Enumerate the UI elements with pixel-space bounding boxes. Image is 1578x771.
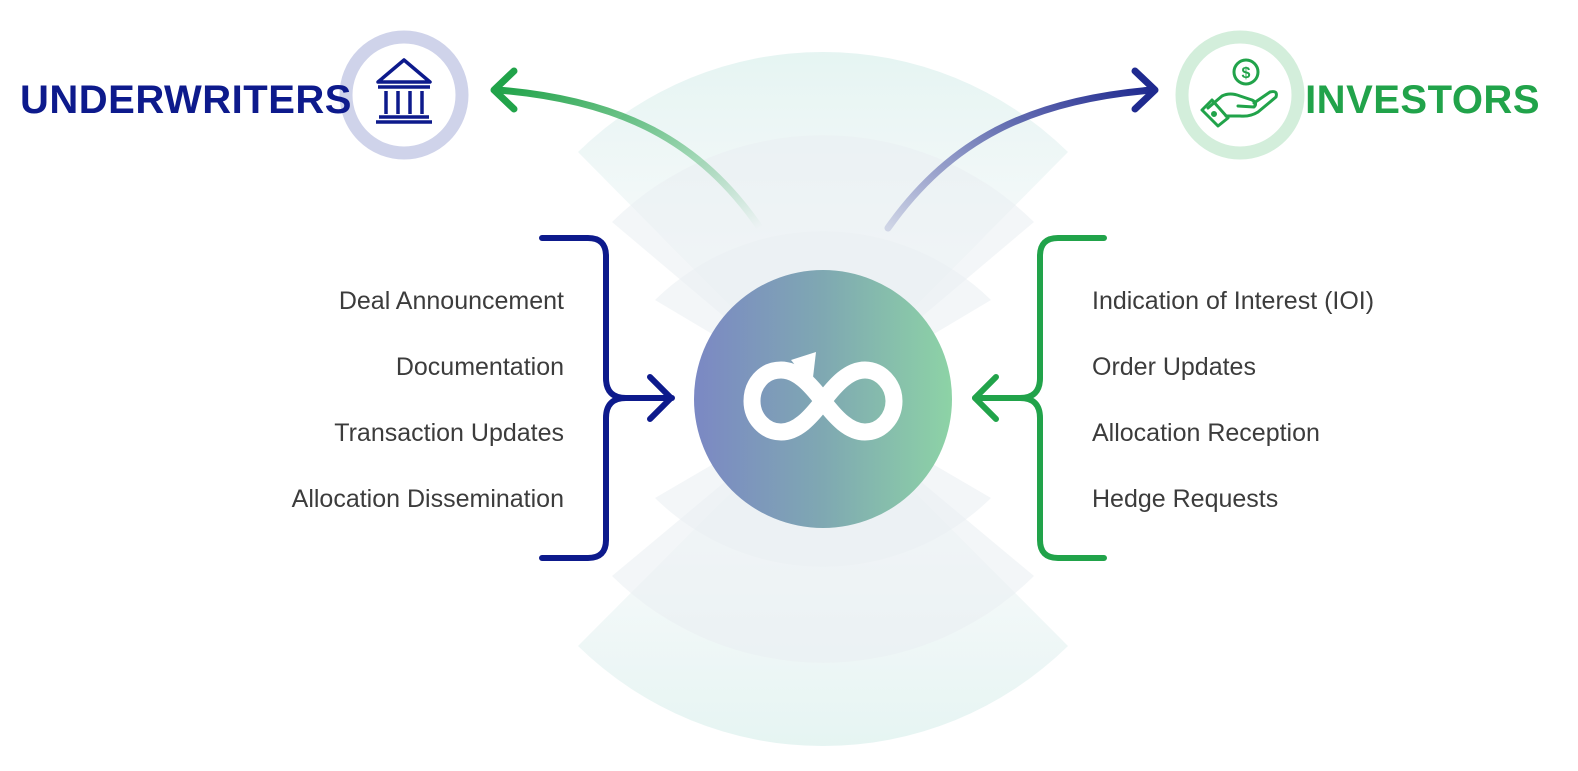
underwriters-title: UNDERWRITERS bbox=[20, 78, 352, 122]
arrow-to-investors bbox=[884, 67, 1159, 232]
underwriters-icon-badge bbox=[339, 30, 469, 160]
infinity-loop-icon bbox=[743, 361, 903, 441]
arrow-to-underwriters bbox=[490, 67, 764, 232]
list-item: Order Updates bbox=[1092, 353, 1256, 381]
svg-text:$: $ bbox=[1242, 65, 1251, 82]
investors-bracket bbox=[972, 235, 1107, 561]
list-item: Transaction Updates bbox=[334, 419, 564, 447]
bank-icon bbox=[376, 58, 432, 124]
list-item: Deal Announcement bbox=[338, 287, 564, 315]
list-item: Allocation Dissemination bbox=[291, 485, 564, 513]
underwriters-bracket bbox=[539, 235, 675, 561]
investors-items: Indication of Interest (IOI) Order Updat… bbox=[1092, 280, 1452, 544]
investors-title: INVESTORS bbox=[1305, 78, 1540, 122]
list-item: Allocation Reception bbox=[1092, 419, 1320, 447]
hand-dollar-icon: $ bbox=[1200, 58, 1278, 128]
underwriters-items: Deal Announcement Documentation Transact… bbox=[234, 280, 564, 544]
list-item: Indication of Interest (IOI) bbox=[1092, 287, 1375, 315]
investors-icon-badge: $ bbox=[1175, 30, 1305, 160]
loop-arrowhead bbox=[791, 352, 816, 386]
hub bbox=[694, 270, 952, 528]
list-item: Documentation bbox=[395, 353, 564, 381]
list-item: Hedge Requests bbox=[1092, 485, 1279, 513]
